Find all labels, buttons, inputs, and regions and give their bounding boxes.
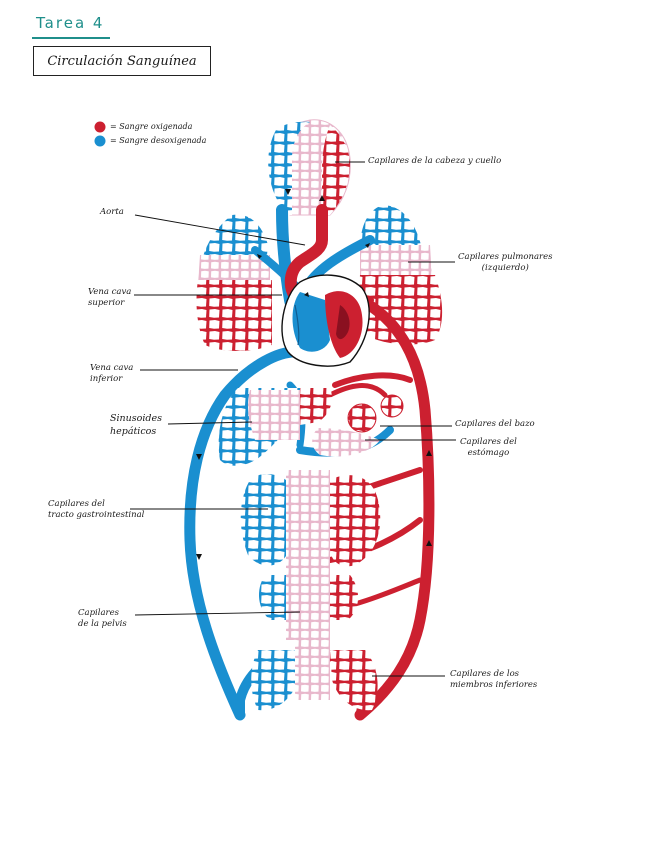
lower-limbs	[251, 640, 378, 711]
task-label: Tarea 4	[36, 14, 105, 32]
legend-oxygenated: = Sangre oxigenada	[110, 122, 193, 131]
liver	[218, 388, 332, 466]
left-lung	[196, 214, 272, 352]
label-aorta: Aorta	[100, 207, 124, 217]
legend-red-dot	[94, 121, 106, 133]
spleen	[347, 394, 404, 433]
legend-blue-dot	[94, 135, 106, 147]
gi-tract	[240, 470, 381, 640]
stomach	[312, 428, 380, 457]
label-sinusoids: Sinusoides hepáticos	[110, 413, 162, 437]
flow-arrows	[196, 189, 432, 560]
label-stomach: Capilares del estómago	[460, 437, 517, 458]
label-pulmonary: Capilares pulmonares (izquierdo)	[458, 252, 553, 273]
page-title: Circulación Sanguínea	[33, 46, 211, 76]
head-capillaries	[268, 119, 351, 216]
right-lung	[358, 205, 443, 345]
label-spleen: Capilares del bazo	[455, 419, 535, 429]
task-underline	[32, 37, 110, 39]
label-lower-limbs: Capilares de los miembros inferiores	[450, 669, 538, 690]
label-gi-tract: Capilares del tracto gastrointestinal	[48, 499, 145, 520]
legend-deoxygenated: = Sangre desoxigenada	[110, 136, 207, 145]
label-svc: Vena cava superior	[88, 287, 132, 308]
label-pelvis: Capilares de la pelvis	[78, 608, 127, 629]
leader-lines	[130, 161, 456, 677]
heart	[281, 274, 370, 367]
label-head-capillaries: Capilares de la cabeza y cuello	[368, 156, 502, 166]
label-ivc: Vena cava inferior	[90, 363, 134, 384]
